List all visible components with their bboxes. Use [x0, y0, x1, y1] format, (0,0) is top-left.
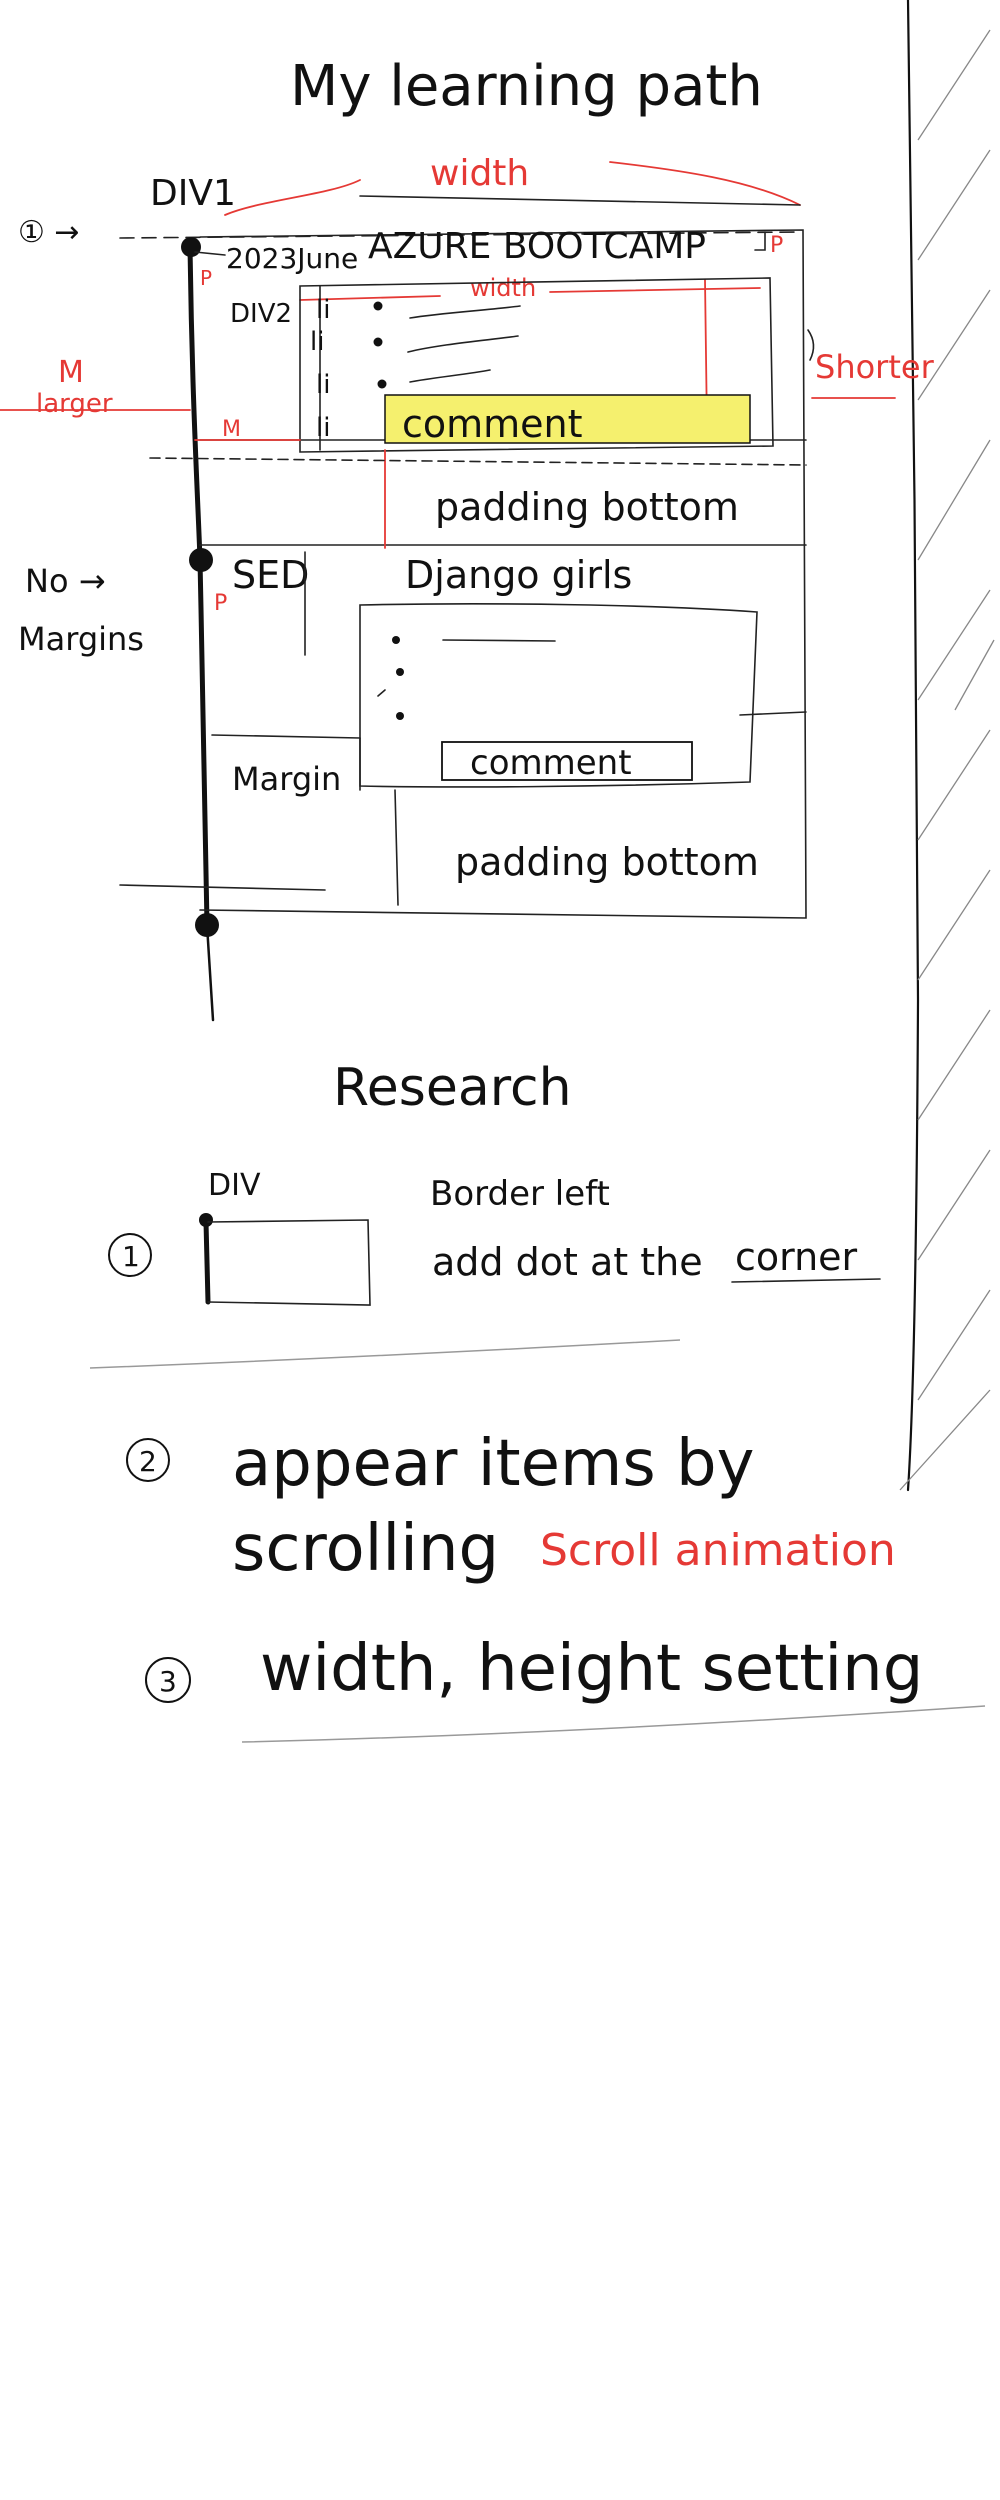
- research-item-1-number-circle: [108, 1233, 152, 1277]
- corner-dot: [199, 1213, 213, 1227]
- no-margins-line1: No →: [25, 562, 106, 600]
- m-larger-m: M: [58, 355, 84, 390]
- research-item-3-number: 3: [159, 1665, 177, 1698]
- research-item-2-red-note: Scroll animation: [540, 1525, 896, 1576]
- margin-second-label: Margin: [232, 760, 341, 798]
- li-marker-2: li: [310, 327, 324, 357]
- research-item-2-number-circle: [126, 1438, 170, 1482]
- research-heading: Research: [333, 1058, 572, 1118]
- timeline-dot-end: [195, 913, 219, 937]
- timeline-item-2-comment: comment: [470, 743, 632, 783]
- timeline-item-1-date: 2023June: [226, 242, 358, 275]
- m-larger-text: larger: [36, 389, 113, 419]
- p-left-marker: P: [200, 266, 212, 290]
- p-second-marker: P: [214, 591, 227, 616]
- timeline-dot-first: [181, 237, 201, 257]
- research-item-2-line2: scrolling: [232, 1512, 499, 1586]
- timeline-item-2-heading: Django girls: [405, 553, 632, 597]
- research-item-2-line1: appear items by: [232, 1427, 755, 1501]
- research-item-3-line: width, height setting: [260, 1632, 923, 1706]
- p-right-marker: P: [770, 233, 783, 258]
- bullet-dot: [377, 379, 387, 389]
- timeline-item-1-comment: comment: [402, 402, 583, 446]
- timeline-item-2-date: SED: [232, 553, 309, 597]
- div1-label: DIV1: [150, 173, 236, 214]
- research-item-1-number: 1: [122, 1240, 140, 1273]
- bullet-dot: [396, 712, 404, 720]
- no-margins-line2: Margins: [18, 620, 144, 658]
- timeline-item-1-heading: AZURE BOOTCAMP: [368, 226, 706, 267]
- research-item-1-line1: Border left: [430, 1174, 610, 1214]
- research-item-3-number-circle: [145, 1657, 191, 1703]
- research-item-1-line2a: add dot at the: [432, 1240, 703, 1284]
- step-one-marker: ① →: [18, 215, 80, 250]
- timeline-item-1-padding: padding bottom: [435, 485, 739, 529]
- bullet-dot: [373, 337, 383, 347]
- research-div-label: DIV: [208, 1168, 261, 1203]
- m-small-marker: M: [222, 417, 241, 442]
- bullet-dot: [396, 668, 404, 676]
- width-annotation-inner: width: [470, 274, 536, 302]
- timeline-item-2-padding: padding bottom: [455, 840, 759, 884]
- width-annotation-top: width: [430, 153, 529, 194]
- li-marker-4: li: [316, 413, 330, 443]
- li-marker-1: li: [316, 295, 330, 325]
- bullet-dot: [392, 636, 400, 644]
- li-marker-3: li: [316, 370, 330, 400]
- research-item-2-number: 2: [139, 1445, 157, 1478]
- research-item-1-line2b: corner: [735, 1235, 858, 1279]
- div2-label: DIV2: [230, 299, 292, 329]
- comment-box-2: [441, 741, 693, 781]
- page-title: My learning path: [290, 54, 763, 119]
- shorter-annotation: Shorter: [815, 348, 935, 386]
- bullet-dot: [373, 301, 383, 311]
- comment-highlight-box: [384, 394, 751, 444]
- timeline-dot-second: [189, 548, 213, 572]
- right-margin-border: [899, 0, 995, 1492]
